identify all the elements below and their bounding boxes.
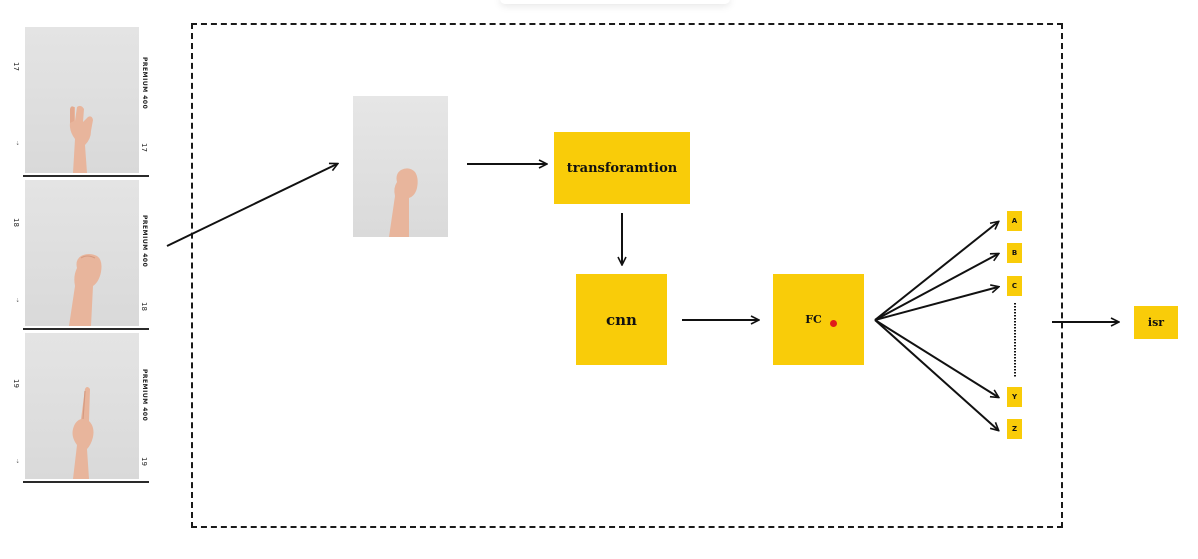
isr-output-box: isr: [1134, 306, 1178, 339]
transformation-box: transforamtion: [554, 132, 690, 204]
arrow-fc-to-b: [874, 254, 998, 321]
class-label: C: [1011, 282, 1018, 290]
hand-sign-photo-crossed: [25, 333, 139, 479]
arrow-fc-to-a: [874, 222, 998, 321]
arrow-strip-to-input: [166, 164, 337, 247]
class-label: B: [1011, 249, 1018, 257]
class-label: Y: [1011, 393, 1018, 401]
class-output-b: B: [1007, 243, 1022, 263]
hand-sign-photo-pinky: [25, 27, 139, 173]
cnn-label: cnn: [606, 310, 637, 329]
pipeline-boundary: [191, 23, 1063, 528]
hand-fist-icon: [389, 168, 418, 237]
fc-box: FC: [773, 274, 864, 365]
class-label: A: [1011, 217, 1018, 225]
film-frame-19: 19 ⇢ PREMIUM 400 19: [12, 331, 149, 483]
fc-label: FC: [805, 313, 822, 326]
class-output-z: Z: [1007, 419, 1022, 439]
top-shadow-decoration: [500, 0, 730, 4]
class-output-y: Y: [1007, 387, 1022, 407]
transformation-label: transforamtion: [566, 160, 678, 176]
hand-fist-icon: [69, 254, 102, 326]
hand-pinky-icon: [69, 105, 93, 173]
hand-crossed-fingers-icon: [72, 387, 94, 479]
input-image: [353, 96, 448, 237]
cnn-box: cnn: [576, 274, 667, 365]
isr-label: isr: [1147, 316, 1165, 329]
red-dot-marker: [830, 320, 837, 327]
class-output-a: A: [1007, 211, 1022, 231]
film-frame-17: 17 ⇢ PREMIUM 400 17: [12, 25, 149, 177]
class-output-c: C: [1007, 276, 1022, 296]
class-label: Z: [1011, 425, 1018, 433]
hand-sign-photo-fist: [25, 180, 139, 326]
arrow-fc-to-c: [874, 287, 998, 321]
arrow-fc-to-y: [874, 319, 998, 397]
film-frame-18: 18 ⇢ PREMIUM 400 18: [12, 178, 149, 330]
arrow-fc-to-z: [874, 319, 998, 430]
